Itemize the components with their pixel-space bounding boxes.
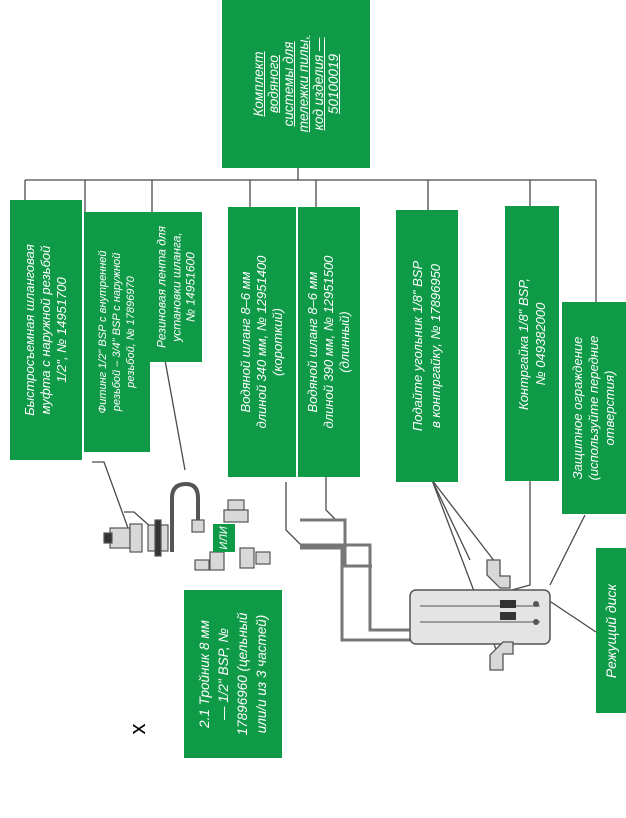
label-hose-short: Водяной шланг 8–6 мм длиной 340 мм, № 12… — [228, 207, 296, 477]
blade-housing — [409, 589, 551, 645]
water-hoses — [300, 518, 440, 642]
elbow-fittings — [486, 559, 514, 671]
label-coupling: Быстросъемная шланговая муфта с наружной… — [10, 200, 82, 460]
label-tape: Резиновая лента для установки шланга, № … — [150, 212, 202, 362]
label-elbow: Подайте угольник 1/8" BSP в контргайку, … — [396, 210, 458, 482]
label-kit: Комплект водяного системы для тележки пи… — [222, 0, 370, 168]
label-fitting: Фитинг 1/2" BSP с внутренней резьбой – 3… — [84, 212, 150, 452]
label-guard: Защитное ограждение (используйте передни… — [562, 302, 626, 514]
label-tee: 2.1 Тройник 8 мм — 1/2" BSP, № 17896960 … — [184, 590, 282, 758]
label-disc: Режущий диск — [596, 548, 626, 713]
label-hose-long: Водяной шланг 8–6 мм длиной 390 мм, № 12… — [298, 207, 360, 477]
coupling-parts — [103, 481, 271, 571]
ili-label: ИЛИ — [218, 526, 230, 549]
label-nut: Контргайка 1/8" BSP, № 049382000 — [505, 206, 559, 481]
connector-lines — [24, 168, 597, 661]
close-mark: x — [125, 724, 150, 735]
ili-box — [213, 524, 235, 552]
